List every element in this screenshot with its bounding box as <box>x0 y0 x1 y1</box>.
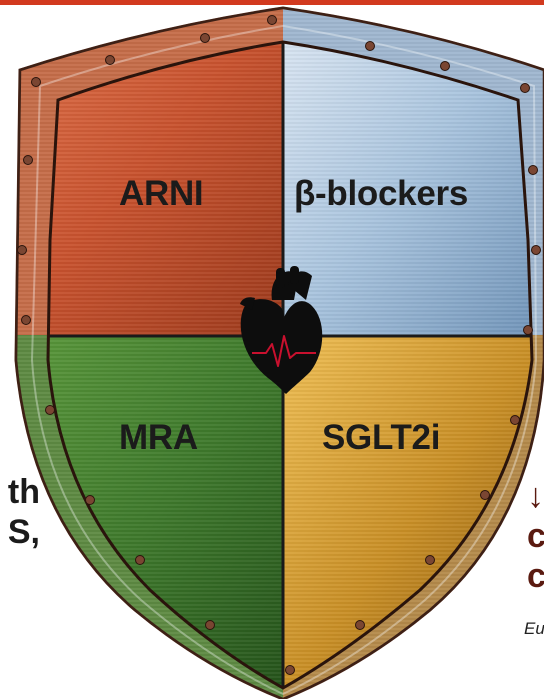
right-edge-line-3: c <box>527 556 544 596</box>
left-edge-line-1: th <box>0 472 40 512</box>
left-edge-text: th S, <box>0 472 40 552</box>
right-edge-line-2: c <box>527 516 544 556</box>
left-edge-line-2: S, <box>0 512 40 552</box>
sglt2i-label: SGLT2i <box>322 418 440 458</box>
beta-blockers-label: β-blockers <box>294 174 468 214</box>
right-edge-text: ↓ c c <box>527 476 544 596</box>
right-edge-line-1: ↓ <box>527 476 544 516</box>
mra-label: MRA <box>119 418 198 458</box>
arni-label: ARNI <box>119 174 203 214</box>
right-edge-citation: Eu <box>524 619 544 639</box>
